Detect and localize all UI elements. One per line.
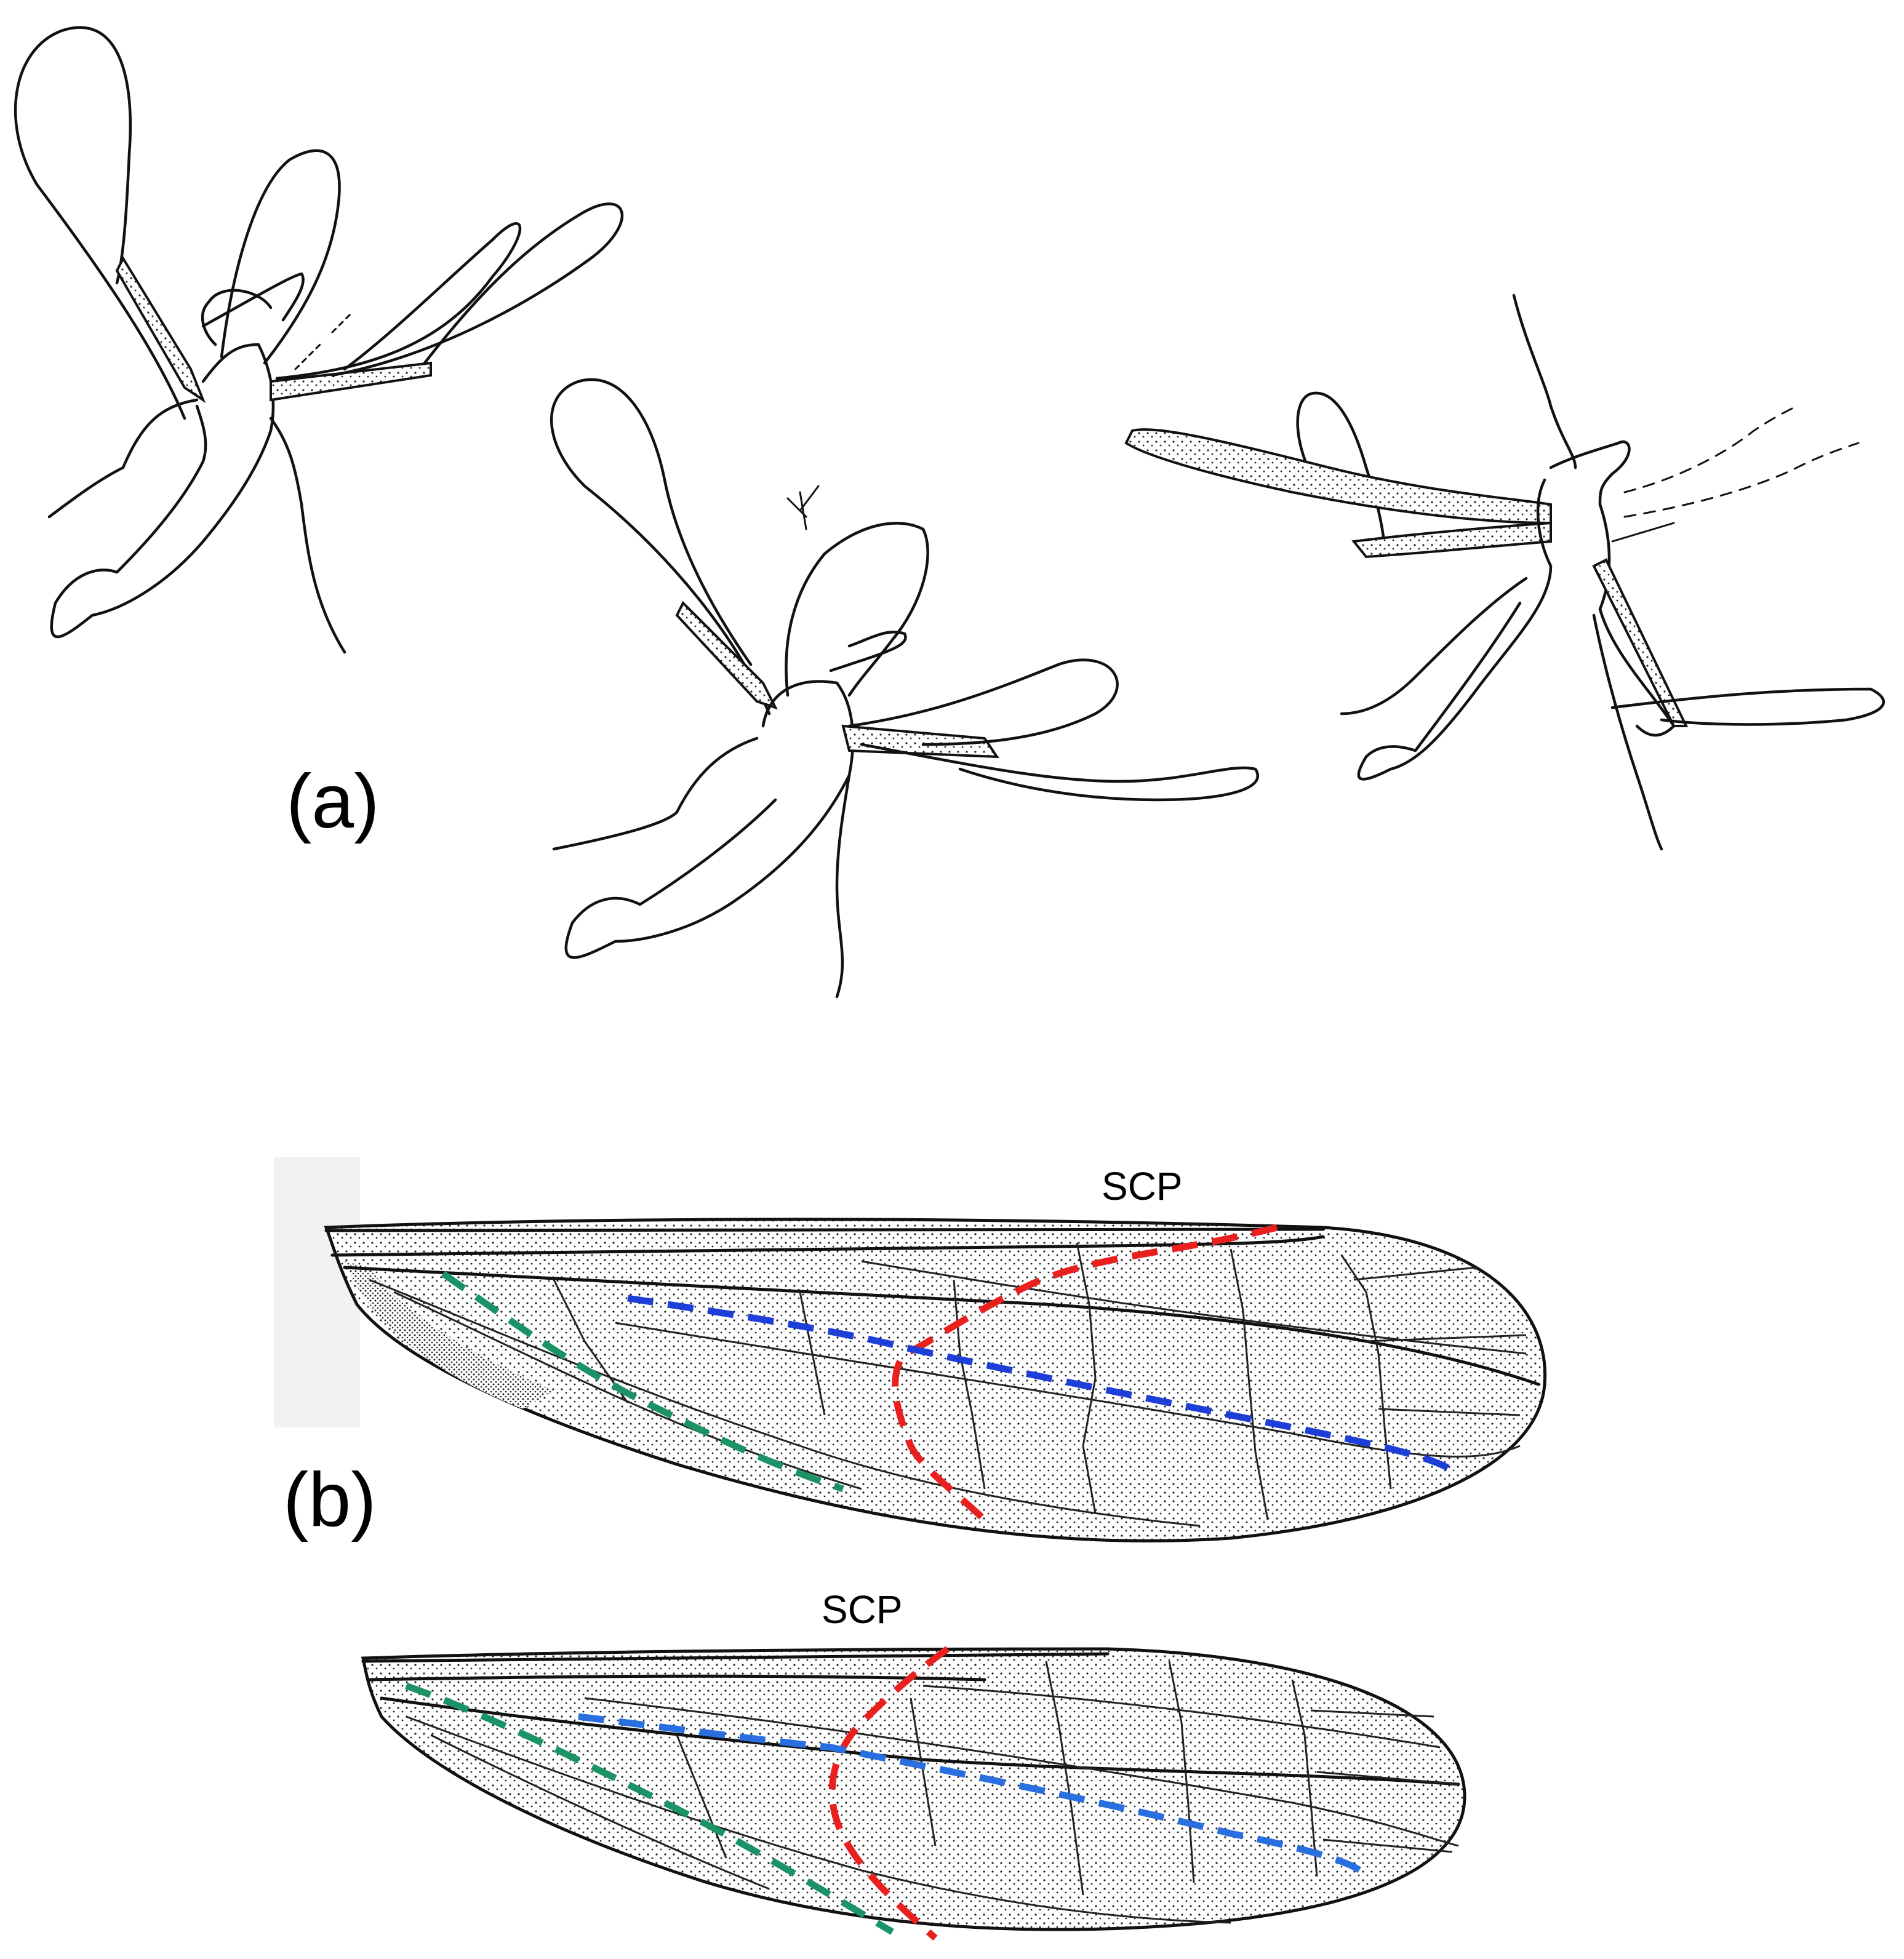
- insect-sketch-2: [550, 378, 1260, 999]
- panel-b-label: (b): [283, 1458, 377, 1542]
- lower-wing-membrane: [361, 1647, 1466, 1931]
- upper-wing-scp-label: SCP: [1102, 1164, 1183, 1208]
- panel-a: (a): [14, 26, 1885, 999]
- insect-sketch-1: [14, 26, 624, 654]
- insect-sketch-3: [1124, 293, 1885, 851]
- scan-remnant: [274, 1157, 360, 1427]
- upper-wing: SCP: [324, 1164, 1547, 1542]
- lower-wing: SCP: [361, 1587, 1466, 1941]
- panel-a-label: (a): [286, 759, 380, 844]
- panel-b: SCP (b) SCP: [274, 1157, 1547, 1941]
- lower-wing-scp-label: SCP: [822, 1587, 903, 1632]
